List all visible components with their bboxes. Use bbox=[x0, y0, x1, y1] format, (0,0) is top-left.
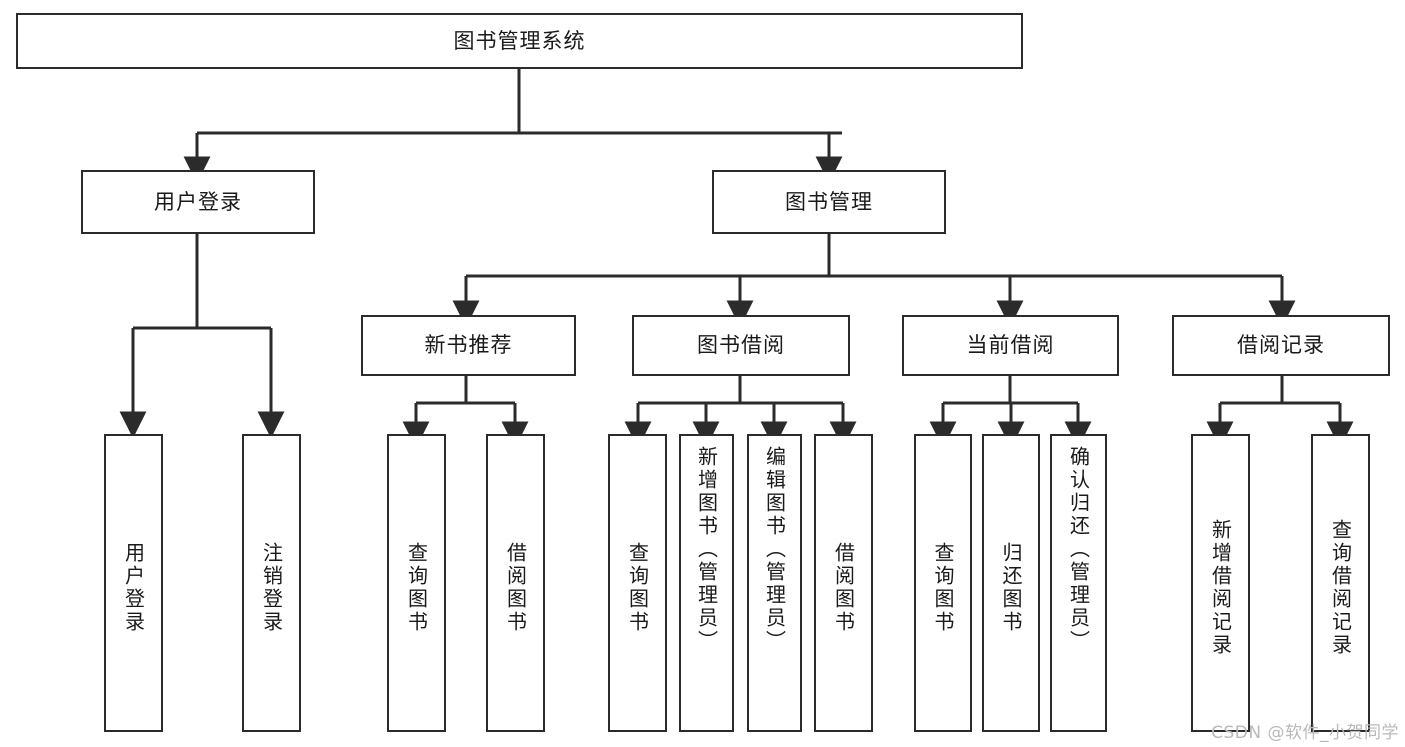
node-current-borrow-label: 当前借阅 bbox=[966, 333, 1055, 358]
leaf-borrow-books-newbook-label: 借阅图书 bbox=[503, 542, 528, 634]
node-borrow-records-label: 借阅记录 bbox=[1237, 333, 1325, 358]
leaf-borrow-books-borrow[interactable]: 借阅图书 bbox=[814, 434, 873, 732]
leaf-query-borrow-record[interactable]: 查询借阅记录 bbox=[1311, 434, 1370, 732]
leaf-logout-label: 注销登录 bbox=[259, 542, 284, 634]
node-book-management[interactable]: 图书管理 bbox=[712, 170, 946, 234]
leaf-logout[interactable]: 注销登录 bbox=[242, 434, 301, 732]
leaf-edit-book-admin[interactable]: 编辑图书（管理员） bbox=[747, 434, 802, 732]
leaf-add-book-admin-label: 新增图书（管理员） bbox=[694, 446, 719, 653]
leaf-query-books-borrow-label: 查询图书 bbox=[625, 542, 650, 634]
csdn-watermark: CSDN @软件_小贺同学 bbox=[1211, 723, 1399, 743]
leaf-query-books-newbook[interactable]: 查询图书 bbox=[387, 434, 446, 732]
leaf-query-books-current-label: 查询图书 bbox=[931, 542, 955, 634]
leaf-query-books-current[interactable]: 查询图书 bbox=[914, 434, 972, 732]
leaf-add-book-admin[interactable]: 新增图书（管理员） bbox=[679, 434, 734, 732]
node-borrow-records[interactable]: 借阅记录 bbox=[1172, 315, 1390, 376]
node-new-book-recommend-label: 新书推荐 bbox=[424, 333, 513, 358]
leaf-query-borrow-record-label: 查询借阅记录 bbox=[1328, 519, 1353, 657]
leaf-user-login[interactable]: 用户登录 bbox=[104, 434, 163, 732]
leaf-edit-book-admin-label: 编辑图书（管理员） bbox=[762, 446, 787, 653]
node-book-borrow[interactable]: 图书借阅 bbox=[632, 315, 850, 376]
node-root[interactable]: 图书管理系统 bbox=[16, 13, 1023, 69]
leaf-confirm-return-admin-label: 确认归还（管理员） bbox=[1066, 446, 1091, 653]
leaf-return-books-label: 归还图书 bbox=[999, 542, 1023, 634]
node-new-book-recommend[interactable]: 新书推荐 bbox=[361, 315, 576, 376]
node-root-label: 图书管理系统 bbox=[453, 28, 586, 53]
leaf-borrow-books-borrow-label: 借阅图书 bbox=[831, 542, 856, 634]
leaf-borrow-books-newbook[interactable]: 借阅图书 bbox=[486, 434, 545, 732]
leaf-query-books-newbook-label: 查询图书 bbox=[404, 542, 429, 634]
node-user-login-label: 用户登录 bbox=[154, 189, 242, 214]
leaf-confirm-return-admin[interactable]: 确认归还（管理员） bbox=[1050, 434, 1107, 732]
leaf-add-borrow-record-label: 新增借阅记录 bbox=[1208, 519, 1233, 657]
node-user-login[interactable]: 用户登录 bbox=[81, 170, 315, 234]
leaf-user-login-label: 用户登录 bbox=[121, 542, 146, 634]
node-book-management-label: 图书管理 bbox=[785, 189, 873, 214]
leaf-query-books-borrow[interactable]: 查询图书 bbox=[608, 434, 667, 732]
node-current-borrow[interactable]: 当前借阅 bbox=[902, 315, 1119, 376]
node-book-borrow-label: 图书借阅 bbox=[697, 333, 785, 358]
leaf-return-books[interactable]: 归还图书 bbox=[982, 434, 1040, 732]
leaf-add-borrow-record[interactable]: 新增借阅记录 bbox=[1191, 434, 1250, 732]
